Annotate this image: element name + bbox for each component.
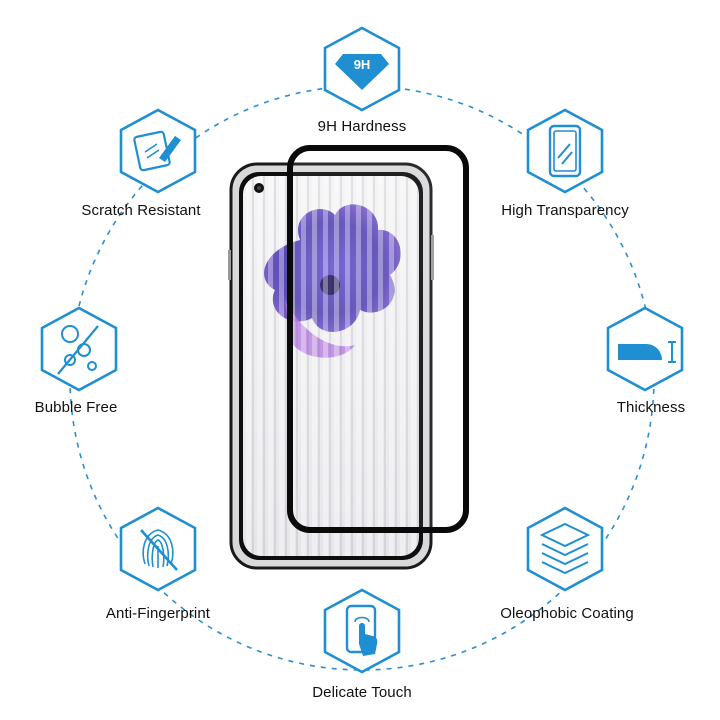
phone-glass-icon (526, 108, 604, 194)
feature-transparency (520, 106, 610, 196)
feature-scratch (113, 106, 203, 196)
layers-icon (526, 506, 604, 592)
feature-fingerprint (113, 504, 203, 594)
label-thickness: Thickness (616, 399, 686, 416)
diamond-9h-icon: 9H (323, 26, 401, 112)
glass-edge-icon (606, 306, 684, 392)
label-fingerprint: Anti-Fingerprint (105, 605, 211, 622)
feature-bubble (34, 304, 124, 394)
label-transparency: High Transparency (501, 202, 629, 219)
phone-wallpaper (246, 176, 419, 556)
no-fingerprint-icon (119, 506, 197, 592)
knife-scratch-icon (119, 108, 197, 194)
badge-text: 9H (354, 57, 371, 72)
bubbles-icon (40, 306, 118, 392)
glass-protector (287, 145, 469, 533)
feature-oleophobic (520, 504, 610, 594)
label-bubble: Bubble Free (34, 399, 118, 416)
label-touch: Delicate Touch (312, 684, 412, 701)
feature-thickness (600, 304, 690, 394)
label-hardness: 9H Hardness (317, 118, 407, 135)
label-scratch: Scratch Resistant (81, 202, 201, 219)
feature-hardness: 9H (317, 24, 407, 114)
hand-tap-icon (323, 588, 401, 674)
feature-touch (317, 586, 407, 676)
label-oleophobic: Oleophobic Coating (500, 605, 634, 622)
